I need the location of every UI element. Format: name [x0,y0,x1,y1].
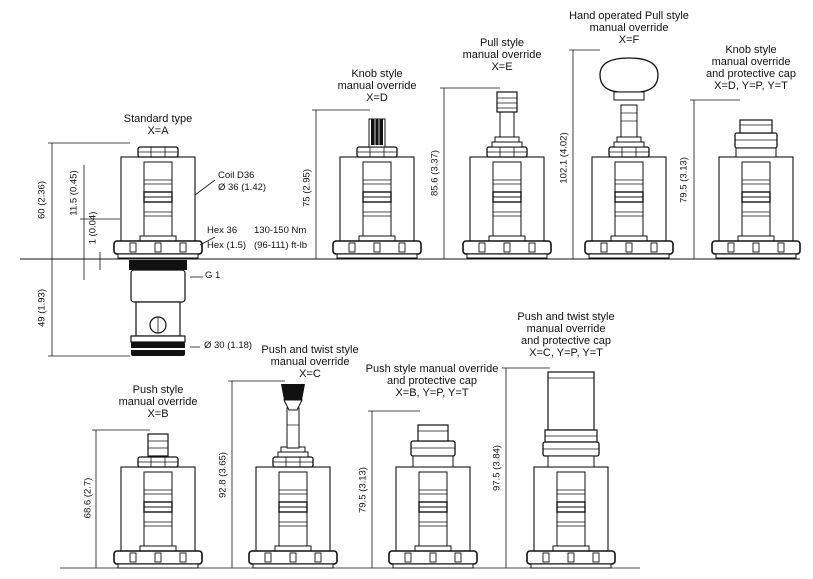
torque-ftlb-label: (96-111) ft-lb [254,240,307,251]
knob-valve [332,118,422,259]
thread-label: G 1 [205,270,221,281]
knob-cap-title: Knob style [725,44,777,56]
dim-std-height: 60 (2.36) [36,180,48,220]
pull-title: Pull style [479,37,525,49]
standard-title: Standard type [123,113,193,125]
knob-label: Knob style manual override X=D [327,68,427,104]
standard-valve [113,146,203,356]
dim-std-stem: 11.5 (0.45) [68,170,80,216]
push-cap-subtitle: and protective cap [387,375,477,387]
dim-std-small: 1 (0.04) [87,211,99,245]
knob-cap-label: Knob style manual override and protectiv… [697,44,805,92]
knob-code: X=D [366,92,388,104]
push-twist-cap-code: X=C, Y=P, Y=T [529,347,603,359]
knob-cap-code: X=D, Y=P, Y=T [714,80,788,92]
knob-cap-valve [711,119,801,259]
push-cap-code: X=B, Y=P, Y=T [395,387,469,399]
standard-code: X=A [147,125,169,137]
push-cap-title: Push style manual override [365,363,499,375]
dim-push: 68.6 (2.7) [82,477,94,519]
knob-cap-line3: and protective cap [706,68,796,80]
push-twist-valve [248,384,338,569]
push-twist-cap-subtitle: manual override [526,323,606,335]
push-cap-label: Push style manual override and protectiv… [352,363,512,399]
dim-hand-pull: 102.1 (4.02) [558,132,570,184]
push-title: Push style [132,384,184,396]
hand-pull-title: Hand operated Pull style [569,10,689,22]
pull-subtitle: manual override [462,49,542,61]
dim-push-twist: 92.8 (3.65) [217,452,229,498]
torque-nm-label: 130-150 Nm [254,225,307,236]
push-twist-title: Push and twist style [261,344,359,356]
knob-subtitle: manual override [337,80,417,92]
body-diameter-label: Ø 30 (1.18) [204,340,253,351]
push-twist-cap-title: Push and twist style [517,311,615,323]
pull-label: Pull style manual override X=E [452,37,552,73]
dim-push-twist-cap: 97.5 (3.84) [491,445,503,491]
hand-pull-subtitle: manual override [589,22,669,34]
dim-knob-cap: 79.5 (3.13) [678,157,690,203]
knob-title: Knob style [351,68,403,80]
hand-pull-valve [584,57,674,259]
standard-label: Standard type X=A [118,113,198,137]
coil-label: Coil D36 [218,170,255,181]
dim-knob: 75 (2.95) [301,168,313,208]
hand-pull-code: X=F [618,34,640,46]
hex-mm-label: Hex 36 [207,225,238,236]
hand-pull-label: Hand operated Pull style manual override… [554,10,704,46]
dim-pull: 85.6 (3.37) [429,150,441,196]
push-twist-cap-label: Push and twist style manual override and… [504,311,628,359]
push-twist-cap-valve [526,371,616,569]
push-twist-label: Push and twist style manual override X=C [248,344,372,380]
dim-push-cap: 79.5 (3.13) [357,467,369,513]
pull-valve [462,91,552,259]
push-valve [113,433,203,569]
knob-cap-subtitle: manual override [711,56,791,68]
push-subtitle: manual override [118,396,198,408]
push-twist-cap-line3: and protective cap [521,335,611,347]
pull-code: X=E [491,61,513,73]
push-twist-code: X=C [299,368,321,380]
hex-in-label: Hex (1.5) [207,240,247,251]
push-cap-valve [388,424,478,569]
push-label: Push style manual override X=B [113,384,203,420]
push-twist-subtitle: manual override [270,356,350,368]
coil-diameter-label: Ø 36 (1.42) [218,182,267,193]
dim-std-body: 49 (1.93) [36,288,48,328]
push-code: X=B [147,408,169,420]
